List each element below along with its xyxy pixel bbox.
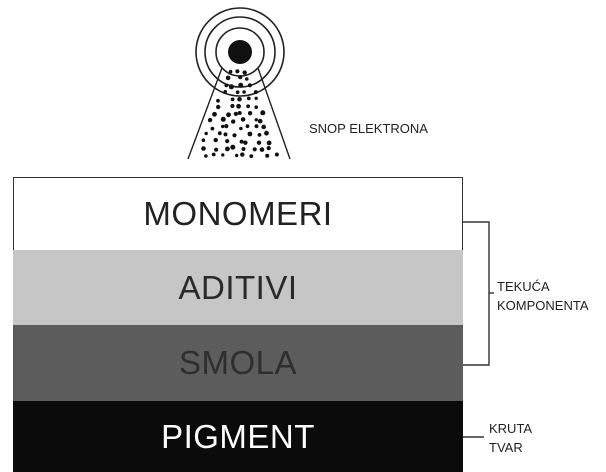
- beam-label: SNOP ELEKTRONA: [309, 121, 428, 136]
- layer-aditivi: ADITIVI: [13, 250, 463, 325]
- liquid-component-line1: TEKUĆA: [497, 279, 550, 294]
- electron-dot: [230, 103, 235, 109]
- electron-dot: [201, 146, 206, 151]
- electron-dot: [235, 69, 240, 74]
- electron-dot: [224, 83, 229, 88]
- electron-dot: [211, 152, 216, 157]
- layer-label-pigment: PIGMENT: [161, 417, 315, 455]
- electron-dot: [213, 137, 218, 143]
- electron-dot: [241, 147, 246, 151]
- electron-source-icon: [195, 7, 285, 97]
- layer-label-aditivi: ADITIVI: [178, 268, 298, 306]
- electron-dot: [223, 132, 228, 137]
- electron-particles: [201, 69, 279, 159]
- electron-dot: [266, 146, 271, 151]
- electron-dot: [247, 83, 252, 88]
- electron-dot: [230, 144, 236, 150]
- electron-dot: [224, 124, 229, 129]
- electron-dot: [239, 139, 244, 144]
- electron-dot: [254, 118, 258, 122]
- electron-dot: [233, 111, 238, 116]
- electron-dot: [217, 131, 222, 136]
- electron-dot: [261, 124, 267, 130]
- electron-dot: [266, 140, 272, 146]
- electron-dot: [257, 118, 263, 124]
- electron-dot: [204, 154, 208, 158]
- liquid-component-label: TEKUĆA KOMPONENTA: [497, 277, 589, 315]
- electron-dot: [259, 147, 265, 152]
- electron-dot: [221, 153, 225, 157]
- electron-dot: [201, 138, 206, 142]
- electron-dot: [216, 98, 220, 103]
- electron-dot: [246, 96, 251, 101]
- liquid-component-bracket: [463, 221, 494, 366]
- electron-dot: [207, 117, 213, 123]
- layer-pigment: PIGMENT: [13, 401, 463, 472]
- electron-dot: [274, 152, 279, 157]
- electron-dot: [228, 69, 233, 74]
- electron-dot: [240, 152, 245, 157]
- electron-dot: [221, 124, 225, 129]
- solid-component-label: KRUTA TVAR: [489, 419, 532, 457]
- electron-dot: [243, 140, 248, 145]
- electron-dot: [226, 112, 231, 118]
- electron-dot: [240, 117, 246, 122]
- electron-dot: [245, 77, 249, 81]
- electron-dot: [220, 116, 226, 122]
- solid-component-line1: KRUTA: [489, 421, 533, 436]
- electron-dot: [237, 111, 242, 115]
- electron-dot: [254, 124, 259, 129]
- electron-dot: [235, 153, 239, 158]
- electron-dot: [264, 130, 269, 136]
- layer-label-monomeri: MONOMERI: [143, 195, 333, 232]
- solid-component-line2: TVAR: [489, 440, 523, 455]
- electron-dot: [214, 147, 219, 152]
- electron-beam-cone: [187, 67, 291, 160]
- electron-dot: [225, 146, 230, 152]
- electron-dot: [257, 133, 262, 137]
- electron-dot: [237, 96, 242, 102]
- electron-dot: [247, 111, 253, 116]
- electron-dot: [252, 147, 257, 152]
- electron-dot: [238, 75, 243, 80]
- electron-dot: [242, 90, 246, 94]
- electron-dot: [210, 126, 215, 131]
- electron-dot: [265, 153, 270, 158]
- layer-smola: SMOLA: [13, 325, 463, 401]
- electron-dot: [247, 131, 253, 137]
- electron-dot: [212, 111, 217, 117]
- electron-dot: [239, 126, 243, 131]
- electron-dot: [204, 131, 208, 136]
- electron-dot: [236, 103, 242, 109]
- layer-label-smola: SMOLA: [178, 344, 298, 381]
- electron-dot: [225, 75, 231, 81]
- electron-dot: [260, 110, 266, 116]
- electron-dot: [230, 97, 235, 102]
- electron-dot: [238, 82, 244, 88]
- electron-dot: [253, 90, 258, 95]
- electron-dot: [256, 140, 262, 145]
- electron-dot: [254, 105, 258, 109]
- electron-dot: [223, 90, 227, 94]
- layer-monomeri: MONOMERI: [13, 177, 463, 250]
- electron-dot: [216, 104, 221, 110]
- electron-dot: [225, 139, 230, 144]
- liquid-component-line2: KOMPONENTA: [497, 298, 589, 313]
- electron-dot: [231, 119, 236, 124]
- electron-dot: [235, 90, 240, 95]
- electron-dot: [246, 104, 251, 109]
- electron-dot: [228, 84, 234, 90]
- electron-dot: [232, 133, 237, 138]
- electron-dot: [249, 154, 254, 159]
- electron-dot: [245, 124, 250, 129]
- electron-dot: [242, 70, 247, 75]
- electron-dot: [254, 96, 258, 101]
